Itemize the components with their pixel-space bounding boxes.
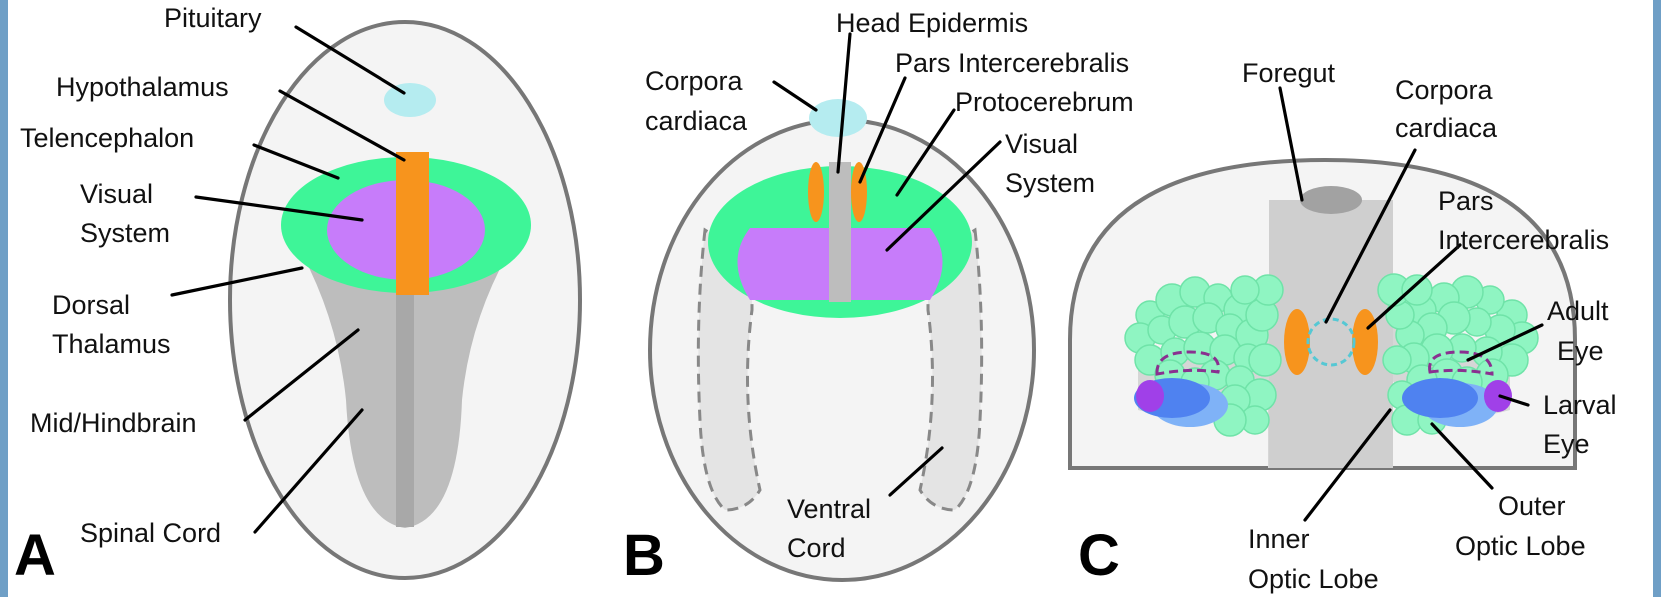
- label-ventral-2: Cord: [787, 533, 846, 563]
- label-protocerebrum: Protocerebrum: [955, 87, 1134, 117]
- label-dorsal-1: Dorsal: [52, 290, 130, 320]
- label-hypothalamus: Hypothalamus: [56, 72, 229, 102]
- neural-cell: [1402, 275, 1432, 305]
- label-outer-2: Optic Lobe: [1455, 531, 1586, 561]
- label-pars-b: Pars Intercerebralis: [895, 48, 1129, 78]
- label-pars-c-2: Intercerebralis: [1438, 225, 1609, 255]
- label-midhind: Mid/Hindbrain: [30, 408, 197, 438]
- label-adult-1: Adult: [1547, 296, 1609, 326]
- label-inner-1: Inner: [1248, 524, 1310, 554]
- label-outer-1: Outer: [1498, 491, 1566, 521]
- label-telencephalon: Telencephalon: [20, 123, 194, 153]
- label-corpora-b-2: cardiaca: [645, 106, 748, 136]
- label-inner-2: Optic Lobe: [1248, 564, 1379, 594]
- label-visual-b-2: System: [1005, 168, 1095, 198]
- larval-eye-left: [1136, 380, 1164, 412]
- neural-cell: [1383, 346, 1411, 374]
- neural-cell: [1249, 344, 1281, 376]
- label-corpora-c-2: cardiaca: [1395, 113, 1498, 143]
- hypothalamus-shape: [396, 152, 429, 295]
- label-larval-1: Larval: [1543, 390, 1617, 420]
- label-pituitary: Pituitary: [164, 3, 262, 33]
- pituitary-shape: [384, 83, 436, 117]
- label-corpora-c-1: Corpora: [1395, 75, 1494, 105]
- label-corpora-b-1: Corpora: [645, 66, 744, 96]
- panel-letter-a: A: [14, 523, 56, 588]
- spinal-midline: [396, 265, 414, 527]
- label-larval-2: Eye: [1543, 429, 1590, 459]
- label-visual-b-1: Visual: [1005, 129, 1078, 159]
- pars-left-b: [808, 162, 824, 222]
- larval-eye-right: [1484, 380, 1512, 412]
- corpora-cardiaca-shape-b: [809, 99, 867, 137]
- label-visual-a-1: Visual: [80, 179, 153, 209]
- label-ventral-1: Ventral: [787, 494, 871, 524]
- pars-right-c: [1352, 309, 1378, 375]
- label-visual-a-2: System: [80, 218, 170, 248]
- label-head-epidermis: Head Epidermis: [836, 8, 1028, 38]
- panel-letter-c: C: [1078, 523, 1120, 588]
- label-adult-2: Eye: [1557, 336, 1604, 366]
- outer-optic-lobe-right: [1402, 378, 1478, 418]
- label-pars-c-1: Pars: [1438, 186, 1494, 216]
- head-epidermis-midline: [829, 162, 851, 302]
- label-spinal: Spinal Cord: [80, 518, 221, 548]
- pars-left-c: [1284, 309, 1310, 375]
- neural-cell: [1231, 276, 1259, 304]
- label-dorsal-2: Thalamus: [52, 329, 171, 359]
- panel-letter-b: B: [623, 523, 665, 588]
- label-foregut: Foregut: [1242, 58, 1336, 88]
